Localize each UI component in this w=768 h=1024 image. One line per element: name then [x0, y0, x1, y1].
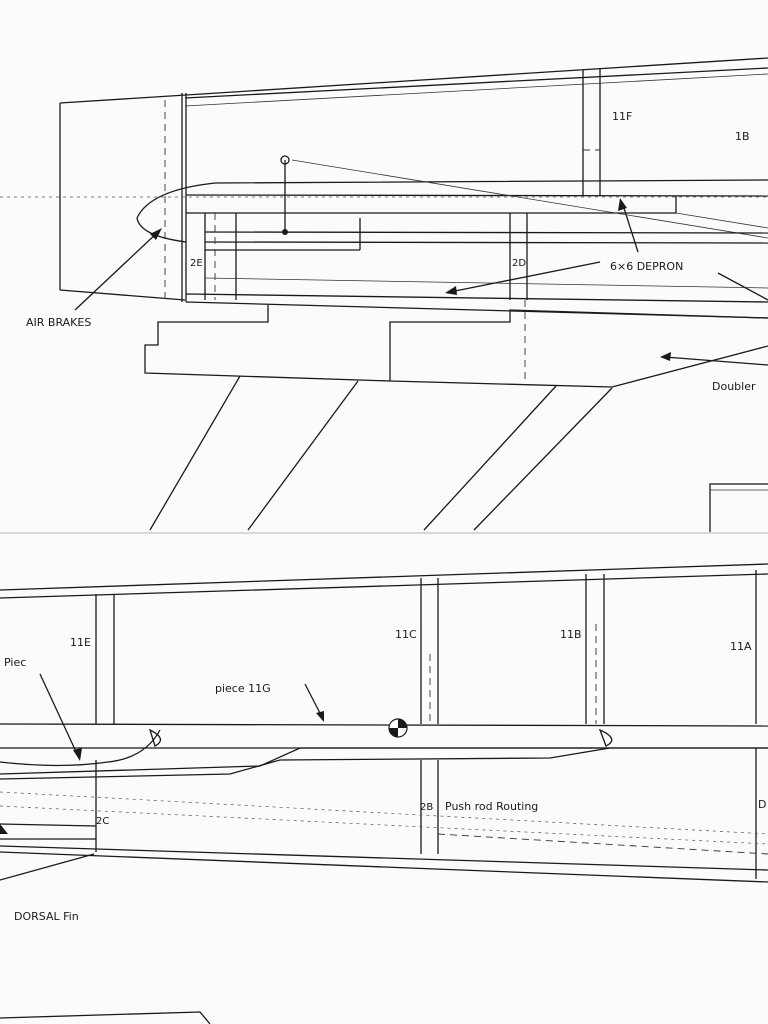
plan-sheet-bottom: 11E 11C 11B 11A piece 11G Piec 2C 2B Pus…	[0, 534, 768, 1024]
former-1B-label: 1B	[735, 130, 750, 143]
former-2D-edge-label: D	[758, 798, 766, 811]
pushrod-label: Push rod Routing	[445, 800, 538, 813]
former-11A-label: 11A	[730, 640, 752, 653]
fuselage-rear-drawing: 11F 1B 2E 2D AIR BRAKES 6×6 DEPRON Doubl…	[0, 57, 768, 532]
fuselage-front-drawing: 11E 11C 11B 11A piece 11G Piec 2C 2B Pus…	[0, 563, 768, 1024]
piece-label: Piec	[4, 656, 26, 669]
air-brakes-label: AIR BRAKES	[26, 316, 91, 329]
piece-11G-label: piece 11G	[215, 682, 271, 695]
former-2C-label: 2C	[96, 816, 109, 827]
plan-sheet-top: 11F 1B 2E 2D AIR BRAKES 6×6 DEPRON Doubl…	[0, 57, 768, 532]
former-2B-label: 2B	[420, 802, 433, 813]
dorsal-fin-label: DORSAL Fin	[14, 910, 79, 923]
depron-label: 6×6 DEPRON	[610, 260, 683, 273]
former-11E-label: 11E	[70, 636, 91, 649]
former-11F-label: 11F	[612, 110, 632, 123]
doubler-label: Doubler	[712, 380, 756, 393]
former-11B-label: 11B	[560, 628, 582, 641]
former-2E-label: 2E	[190, 258, 203, 269]
former-2D-label: 2D	[512, 258, 526, 269]
sheet-seam	[0, 532, 768, 534]
former-11C-label: 11C	[395, 628, 417, 641]
